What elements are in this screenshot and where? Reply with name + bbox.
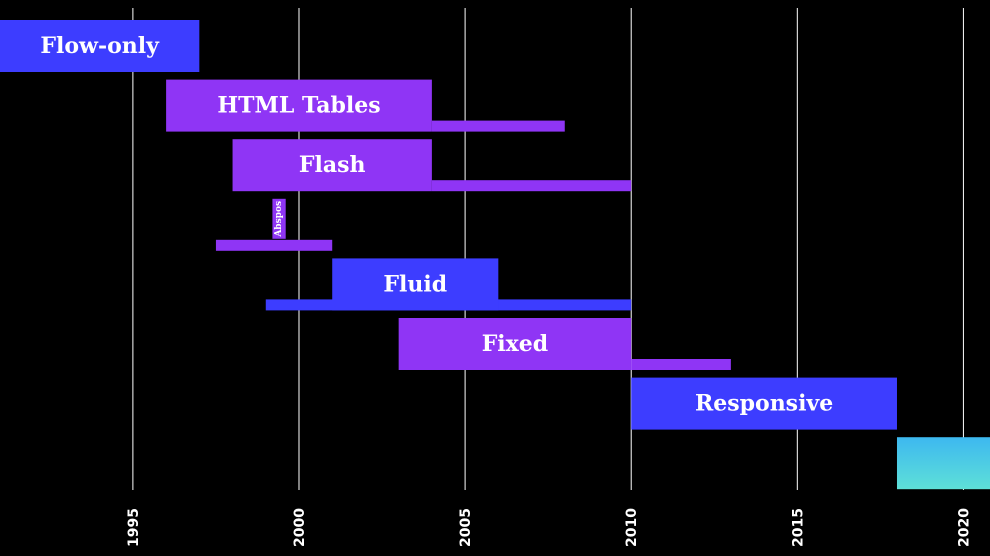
bar-label: Abspos [274, 201, 284, 238]
tick-label: 2015 [790, 508, 806, 547]
tick-label: 1995 [126, 508, 142, 547]
bar-main [272, 198, 286, 239]
bar-unlabeled [896, 437, 990, 490]
bar-label: Flow-only [40, 33, 160, 59]
bar-responsive: Responsive [631, 377, 897, 430]
bar-main [631, 377, 897, 430]
bar-label: HTML Tables [217, 93, 380, 119]
bar-main [398, 318, 632, 370]
bar-tail [431, 120, 565, 132]
bar-tail [631, 359, 731, 370]
bar-label: Fluid [383, 271, 447, 297]
bar-fluid: Fluid [265, 258, 632, 311]
bar-flash: Flash [232, 139, 632, 192]
bar-flow-only: Flow-only [0, 20, 200, 72]
bar-label: Fixed [482, 331, 548, 357]
bar-html-tables: HTML Tables [166, 79, 565, 132]
bar-abspos: Abspos [215, 198, 333, 251]
bar-main [332, 258, 499, 311]
bar-label: Responsive [695, 391, 833, 417]
bar-tail [431, 180, 632, 192]
bar-main [232, 139, 432, 192]
bar-main [0, 20, 200, 72]
bar-tail [215, 239, 333, 251]
x-axis-ticks: 1995 2000 2005 2010 2015 2020 [126, 508, 973, 547]
tick-label: 2005 [458, 508, 474, 547]
bar-main [166, 79, 432, 132]
tick-label: 2010 [624, 508, 640, 547]
tick-label: 2000 [292, 508, 308, 547]
bar-label: Flash [299, 152, 366, 178]
bar-fixed: Fixed [398, 318, 731, 370]
tick-label: 2020 [956, 508, 972, 547]
bar-main [896, 437, 990, 490]
